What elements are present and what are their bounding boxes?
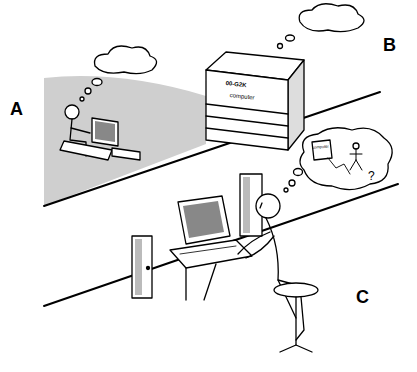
room-letter: A — [10, 100, 23, 118]
room-wall — [44, 184, 398, 306]
question-mark: ? — [368, 170, 375, 182]
thought-bubble — [80, 46, 157, 101]
thought-bubble — [278, 4, 365, 49]
computer-b — [206, 52, 304, 150]
thought-bubble — [284, 128, 392, 192]
person-a — [60, 105, 140, 160]
door — [132, 174, 262, 298]
room-letter: C — [356, 288, 369, 306]
person-c — [170, 194, 318, 352]
room-letter: B — [383, 36, 396, 54]
